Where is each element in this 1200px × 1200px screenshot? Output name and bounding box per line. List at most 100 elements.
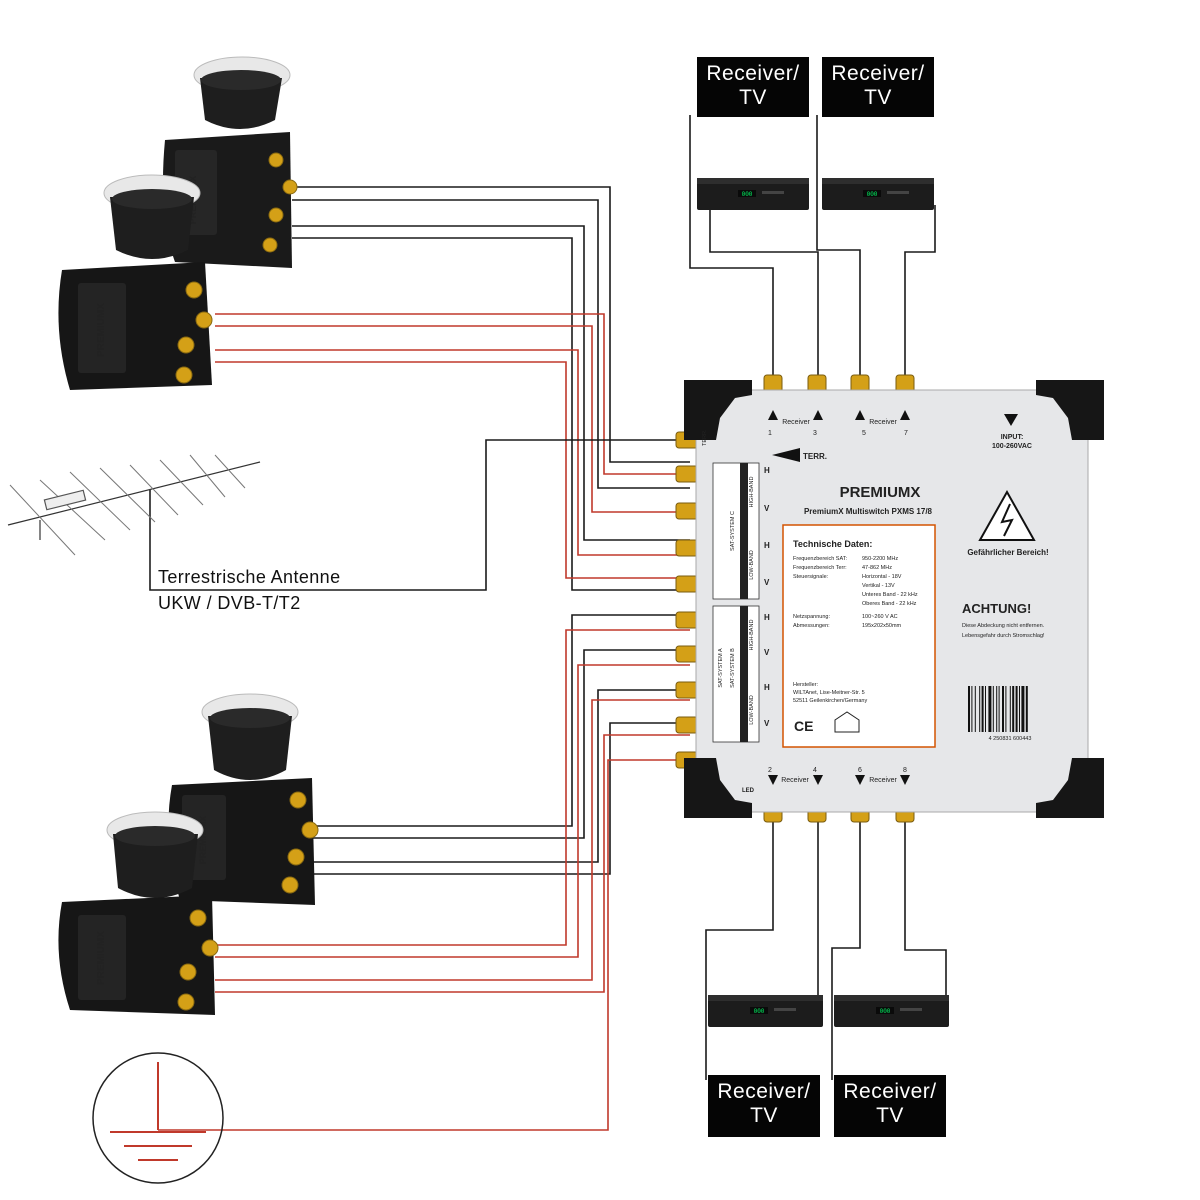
- pol-v-4: V: [764, 719, 770, 728]
- tech-title: Technische Daten:: [793, 539, 872, 549]
- spec-key: Steuersignale:: [793, 574, 829, 580]
- set-top-box-bottom-right: 000: [834, 995, 949, 1027]
- tv-label-line2: TV: [864, 86, 892, 109]
- svg-text:000: 000: [867, 191, 878, 198]
- address-line1: WILTAnet, Lise-Meitner-Str. 5: [793, 690, 865, 696]
- cable-rx6: [831, 810, 861, 1080]
- tv-label-line1: Receiver/: [843, 1080, 936, 1103]
- barcode-bar: [1019, 686, 1020, 732]
- input-label: INPUT:: [1001, 434, 1024, 441]
- cable-lnb3-1: [312, 614, 690, 827]
- cable-lnb2-3: [215, 349, 690, 556]
- low-band-label-a: LOW-BAND: [749, 695, 755, 725]
- receiver-label-top-2: Receiver: [869, 419, 897, 426]
- set-top-box-bottom-left: 000: [708, 995, 823, 1027]
- lnb-quad-bottom-front: PREMIUMX: [58, 811, 219, 1015]
- antenna-title: Terrestrische Antenne: [158, 567, 341, 587]
- receiver-label-bottom-2: Receiver: [869, 777, 897, 784]
- cable-lnb4-3: [215, 699, 690, 981]
- spec-key: Frequenzbereich SAT:: [793, 556, 847, 562]
- sat-system-a-label: SAT-SYSTEM A: [718, 648, 724, 688]
- tv-label-line2: TV: [876, 1104, 904, 1127]
- cable-rx3: [709, 205, 819, 380]
- cable-lnb1-2: [292, 199, 690, 489]
- barcode-number: 4 250831 600443: [989, 736, 1032, 742]
- cable-lnb3-3: [312, 689, 690, 863]
- barcode-bar: [985, 686, 986, 732]
- tv-label-line1: Receiver/: [706, 62, 799, 85]
- spec-val: Vertikal - 13V: [862, 583, 895, 589]
- high-voltage-warning-icon: [978, 489, 1036, 541]
- tv-label-line2: TV: [750, 1104, 778, 1127]
- switch-model: PremiumX Multiswitch PXMS 17/8: [804, 507, 933, 516]
- pol-v-1: V: [764, 504, 770, 513]
- pol-h-1: H: [764, 466, 770, 475]
- pol-h-3: H: [764, 613, 770, 622]
- low-band-label-c: LOW-BAND: [749, 550, 755, 580]
- port-num-5: 5: [862, 430, 866, 437]
- cable-lnb1-4: [292, 237, 690, 591]
- lnb-quad-top-front: PREMIUMX: [58, 174, 213, 390]
- port-num-7: 7: [904, 430, 908, 437]
- switch-input-ports: [675, 431, 699, 769]
- tv-top-right: Receiver/ TV: [822, 57, 934, 117]
- barcode-bar: [998, 686, 1000, 732]
- lnb-brand: PREMIUMX: [198, 816, 208, 865]
- pol-h-2: H: [764, 541, 770, 550]
- cable-lnb3-2: [312, 649, 690, 839]
- barcode-bar: [988, 686, 992, 732]
- hersteller-label: Hersteller:: [793, 682, 819, 688]
- receiver-label-bottom-1: Receiver: [781, 777, 809, 784]
- spec-list: Frequenzbereich SAT: 950-2200 MHz Freque…: [793, 556, 918, 629]
- address-line2: 52511 Geilenkirchen/Germany: [793, 698, 867, 704]
- cable-lnb4-1: [215, 629, 690, 946]
- barcode-bar: [971, 686, 973, 732]
- port-num-1: 1: [768, 430, 772, 437]
- spec-key: Abmessungen:: [793, 623, 830, 629]
- barcode-bar: [1002, 686, 1004, 732]
- svg-text:000: 000: [754, 1008, 765, 1015]
- pol-h-4: H: [764, 683, 770, 692]
- barcode-bar: [1005, 686, 1007, 732]
- cable-ground: [158, 759, 690, 1131]
- port-num-2: 2: [768, 767, 772, 774]
- achtung-title: ACHTUNG!: [962, 601, 1031, 616]
- barcode-bar: [974, 686, 976, 732]
- lnb-brand: PREMIUMX: [96, 931, 107, 985]
- receiver-label-top-1: Receiver: [782, 419, 810, 426]
- cable-rx8: [904, 810, 947, 1000]
- cable-lnb3-4: [312, 722, 690, 875]
- barcode-bar: [1025, 686, 1028, 732]
- cable-rx2: [705, 810, 774, 1080]
- port-num-6: 6: [858, 767, 862, 774]
- tv-label-line1: Receiver/: [717, 1080, 810, 1103]
- spec-key: Netzspannung:: [793, 614, 830, 620]
- set-top-box-top-right: 000: [822, 178, 934, 210]
- svg-text:000: 000: [880, 1008, 891, 1015]
- sat-system-b-label: SAT-SYSTEM B: [730, 648, 736, 688]
- cable-rx1: [689, 115, 774, 380]
- ground-symbol: [92, 1052, 224, 1184]
- cable-lnb1-3: [292, 225, 690, 541]
- barcode-bar: [1015, 686, 1018, 732]
- ce-mark-icon: CE: [794, 718, 813, 734]
- spec-val: Oberes Band - 22 kHz: [862, 601, 917, 607]
- tv-bottom-left: Receiver/ TV: [708, 1075, 820, 1137]
- tv-bottom-right: Receiver/ TV: [834, 1075, 946, 1137]
- cable-lnb2-4: [215, 361, 690, 579]
- barcode-bar: [979, 686, 981, 732]
- cable-lnb4-2: [215, 664, 690, 958]
- high-band-label-a: HIGH-BAND: [749, 620, 755, 651]
- spec-val: 195x202x50mm: [862, 623, 902, 629]
- port-num-3: 3: [813, 430, 817, 437]
- barcode-bar: [992, 686, 994, 732]
- barcode-bar: [1012, 686, 1015, 732]
- polarity-panel: SAT-SYSTEM C SAT-SYSTEM B SAT-SYSTEM A H…: [712, 462, 770, 743]
- barcode-bar: [996, 686, 998, 732]
- port-num-4: 4: [813, 767, 817, 774]
- terr-arrow-icon: [772, 448, 800, 462]
- terrestrial-antenna: [7, 454, 261, 580]
- barcode: [968, 686, 1028, 732]
- pol-v-2: V: [764, 578, 770, 587]
